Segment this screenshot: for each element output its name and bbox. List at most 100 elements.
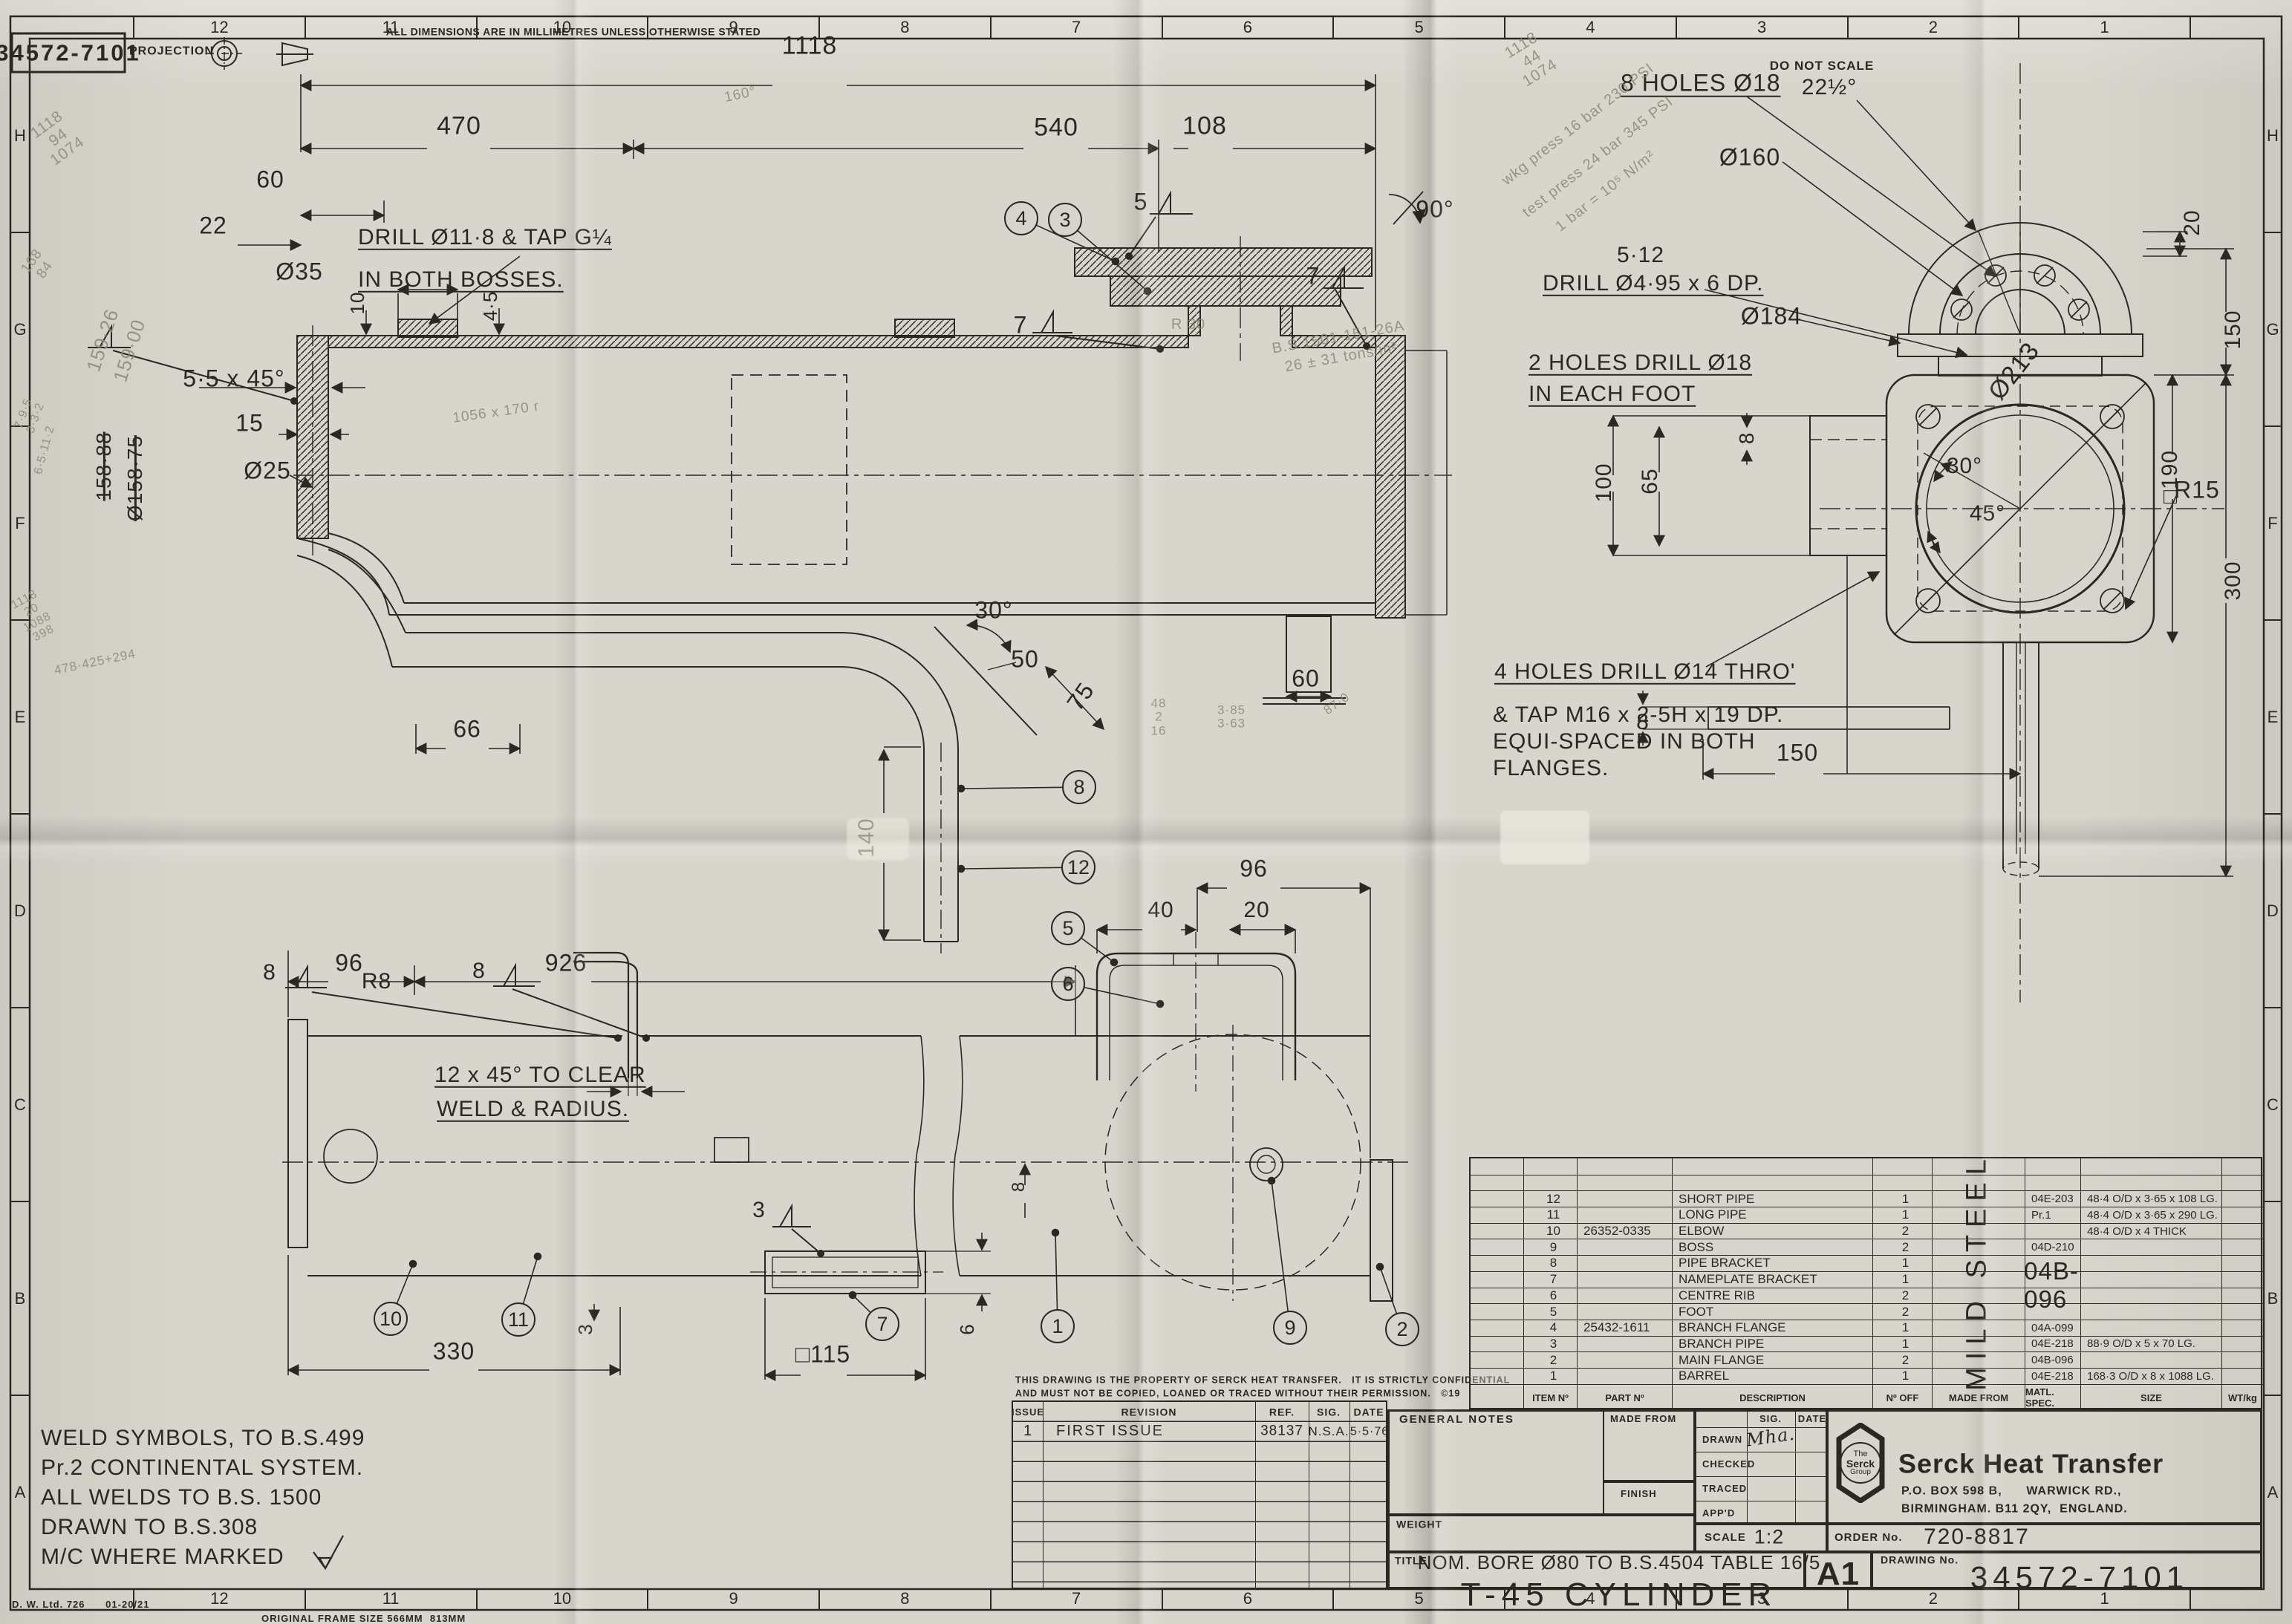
parts-cell: [1873, 1158, 1933, 1175]
drawn-label: DRAWN: [1702, 1433, 1743, 1445]
parts-cell: [1471, 1239, 1524, 1256]
parts-cell: 48·4 O/D x 3·65 x 108 LG.: [2081, 1190, 2222, 1207]
dim-8-weld-left: 8: [263, 959, 276, 985]
dim-dia184: Ø184: [1740, 302, 1803, 330]
date-header: DATE: [1797, 1412, 1827, 1424]
parts-cell: [1933, 1319, 2025, 1336]
parts-cell: [1578, 1367, 1673, 1384]
parts-cell: [2025, 1222, 2081, 1239]
grid-row-left: B: [14, 1288, 26, 1308]
grid-col-top: 7: [1072, 18, 1081, 36]
pencil-870: 87·0: [1321, 689, 1352, 718]
parts-cell: 8: [1524, 1255, 1578, 1271]
dim-60-left: 60: [256, 166, 284, 193]
parts-cell: BOSS: [1673, 1239, 1873, 1256]
pencil-160: 160°: [723, 83, 758, 106]
rev-row-sig: N.S.A.: [1308, 1424, 1350, 1438]
grid-row-right: B: [2267, 1288, 2279, 1308]
grid-col-bottom: 8: [900, 1589, 910, 1608]
grid-col-bottom: 10: [553, 1589, 572, 1608]
parts-cell: [2025, 1174, 2081, 1191]
note-2-holes-1: 2 HOLES DRILL Ø18: [1528, 350, 1753, 375]
dim-926: 926: [544, 949, 587, 976]
note-12x45-2: WELD & RADIUS.: [437, 1096, 630, 1121]
parts-cell: 2: [1524, 1351, 1578, 1368]
grid-col-bottom: 9: [729, 1589, 738, 1608]
scale-label: SCALE: [1705, 1530, 1746, 1544]
parts-cell: [1471, 1255, 1524, 1271]
scale-value: 1:2: [1754, 1525, 1785, 1548]
note-2-holes-2: IN EACH FOOT: [1528, 381, 1696, 406]
parts-cell: [1578, 1255, 1673, 1271]
parts-header-cell: ITEM Nº: [1524, 1383, 1578, 1411]
fold-crease-horizontal: [0, 817, 2292, 864]
note-drill-bosses-2: IN BOTH BOSSES.: [358, 267, 564, 292]
parts-cell: [1471, 1271, 1524, 1288]
balloon-item-7: 7: [865, 1307, 899, 1341]
dim-108: 108: [1182, 111, 1227, 140]
dim-50: 50: [1011, 645, 1039, 673]
parts-cell: [1471, 1303, 1524, 1320]
grid-row-right: F: [2267, 513, 2278, 532]
grid-col-top: 3: [1757, 18, 1767, 36]
parts-cell: [1578, 1287, 1673, 1304]
dim-60-right: 60: [1292, 665, 1320, 692]
grid-row-left: E: [14, 707, 26, 726]
parts-cell: [1933, 1367, 2025, 1384]
parts-cell: 2: [1873, 1222, 1933, 1239]
dim-65: 65: [1637, 468, 1662, 495]
dim-140: 140: [853, 818, 879, 858]
parts-cell: ELBOW: [1673, 1222, 1873, 1239]
parts-cell: [1933, 1174, 2025, 1191]
dim-15: 15: [235, 409, 264, 437]
parts-cell: [1578, 1158, 1673, 1175]
parts-cell: [2025, 1271, 2081, 1288]
grid-row-left: D: [14, 901, 26, 920]
parts-cell: [2081, 1255, 2222, 1271]
parts-cell: 2: [1873, 1351, 1933, 1368]
parts-cell: 1: [1524, 1367, 1578, 1384]
parts-table-row: [1471, 1174, 2264, 1191]
parts-cell: [1578, 1271, 1673, 1288]
parts-cell: [1933, 1207, 2025, 1223]
parts-cell: [1933, 1222, 2025, 1239]
note-5-12: 5·12: [1617, 242, 1665, 267]
parts-cell: [1471, 1367, 1524, 1384]
note-12x45-1: 12 x 45° TO CLEAR: [434, 1062, 646, 1087]
grid-row-left: C: [14, 1095, 26, 1114]
parts-cell: [2222, 1190, 2264, 1207]
dim-4-5: 4·5: [478, 290, 501, 322]
balloon-item-9: 9: [1273, 1311, 1307, 1345]
parts-header-cell: [1471, 1383, 1524, 1411]
parts-cell: PIPE BRACKET: [1673, 1255, 1873, 1271]
parts-cell: 48·4 O/D x 3·65 x 290 LG.: [2081, 1207, 2222, 1223]
parts-cell: [1471, 1287, 1524, 1304]
parts-cell: [2222, 1158, 2264, 1175]
dim-8-weld-right: 8: [472, 958, 486, 983]
parts-header-cell: SIZE: [2081, 1383, 2222, 1411]
parts-cell: [1524, 1174, 1578, 1191]
parts-cell: [1873, 1174, 1933, 1191]
parts-header-cell: MADE FROM: [1933, 1383, 2025, 1411]
parts-cell: [2081, 1158, 2222, 1175]
rev-row-date: 5·5·76: [1350, 1425, 1390, 1438]
balloon-item-3: 3: [1048, 203, 1082, 237]
dim-7-right: 7: [1306, 262, 1321, 290]
pencil-168-84: 168 84: [18, 246, 56, 285]
balloon-item-11: 11: [501, 1302, 535, 1337]
parts-cell: [2222, 1174, 2264, 1191]
drawing-no-label: DRAWING No.: [1881, 1553, 1959, 1566]
dim-5-5x45: 5·5 x 45°: [183, 365, 285, 392]
tape-patch: [1500, 811, 1589, 864]
dimensions-note: ALL DIMENSIONS ARE IN MILLIMETRES UNLESS…: [385, 25, 761, 38]
parts-cell: [1578, 1335, 1673, 1352]
note-4-holes-3: EQUI-SPACED IN BOTH: [1493, 728, 1756, 754]
dim-22half: 22½°: [1801, 74, 1858, 100]
company-address-2: BIRMINGHAM. B11 2QY, ENGLAND.: [1901, 1502, 2128, 1516]
